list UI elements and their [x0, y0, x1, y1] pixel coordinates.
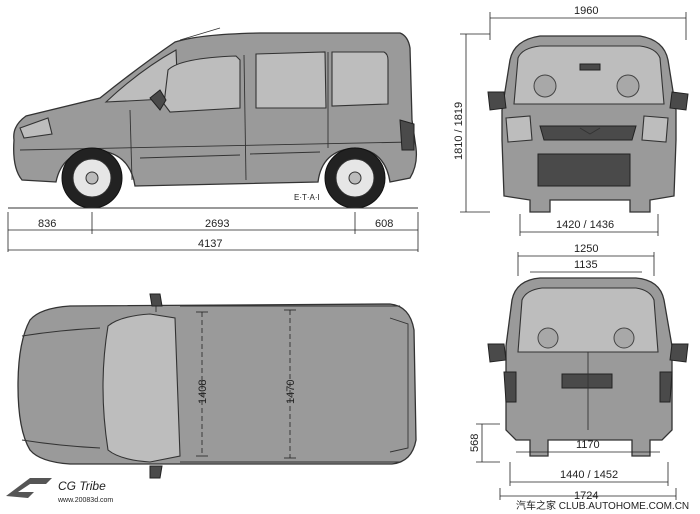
dim-height: 1810 / 1819	[453, 102, 465, 160]
front-headlight-right	[641, 115, 669, 143]
cg-tribe-url: www.20083d.com	[57, 497, 113, 504]
rear-taillight-right	[659, 371, 673, 403]
side-windshield	[104, 49, 179, 103]
dim-overall-width: 1960	[574, 5, 598, 17]
side-front-window	[163, 55, 241, 113]
front-view: 1960 1810 / 1819 1420 / 1436	[453, 5, 689, 236]
front-windshield	[513, 45, 665, 105]
dim-overall-length: 4137	[198, 238, 222, 250]
top-windshield	[102, 313, 181, 463]
side-taillight	[399, 119, 415, 151]
side-badge: E·T·A·I	[294, 193, 320, 202]
side-front-wheel	[61, 147, 123, 209]
front-bumper-intake	[537, 153, 631, 187]
front-mirror-left	[487, 91, 507, 111]
dim-interior-length-1: 1408	[197, 380, 209, 404]
rear-view: 1250 1135 568 1170 1440 / 1452 1724	[469, 243, 689, 502]
rear-plate	[561, 373, 613, 389]
top-mirror-left	[149, 293, 163, 307]
front-mirror-right	[669, 91, 689, 111]
rear-mirror-right	[669, 343, 689, 363]
dim-body-width: 1724	[574, 490, 598, 502]
dim-interior-length-2: 1470	[285, 380, 297, 404]
side-view: E·T·A·I 836 2693 608 4137	[7, 27, 419, 252]
dim-front-overhang: 836	[38, 218, 56, 230]
top-view: 1408 1470	[17, 293, 417, 479]
side-mirror	[149, 89, 167, 111]
top-body	[17, 303, 417, 465]
dim-load-floor-width: 1170	[576, 439, 600, 451]
top-mirror-right	[149, 465, 163, 479]
side-middle-window	[255, 51, 327, 109]
watermark-cg-tribe: CG Tribe www.20083d.com	[6, 478, 113, 504]
front-headlight-left	[505, 115, 533, 143]
watermark-autohome: 汽车之家 CLUB.AUTOHOME.COM.CN	[516, 499, 689, 512]
dim-rear-opening-top: 1250	[574, 243, 598, 255]
dim-rear-opening-inner: 1135	[574, 259, 598, 271]
dim-rear-overhang: 608	[375, 218, 393, 230]
cg-tribe-brand: CG Tribe	[58, 479, 106, 493]
rear-mirror-left	[487, 343, 507, 363]
dim-load-sill-height: 568	[469, 434, 481, 452]
side-rear-wheel	[324, 147, 386, 209]
side-rear-window	[331, 51, 389, 107]
side-headlight	[19, 117, 53, 139]
rear-taillight-left	[503, 371, 517, 403]
dim-front-track: 1420 / 1436	[556, 219, 614, 231]
dim-wheelbase: 2693	[205, 218, 229, 230]
dim-rear-track: 1440 / 1452	[560, 469, 618, 481]
cg-tribe-logo	[6, 478, 52, 498]
